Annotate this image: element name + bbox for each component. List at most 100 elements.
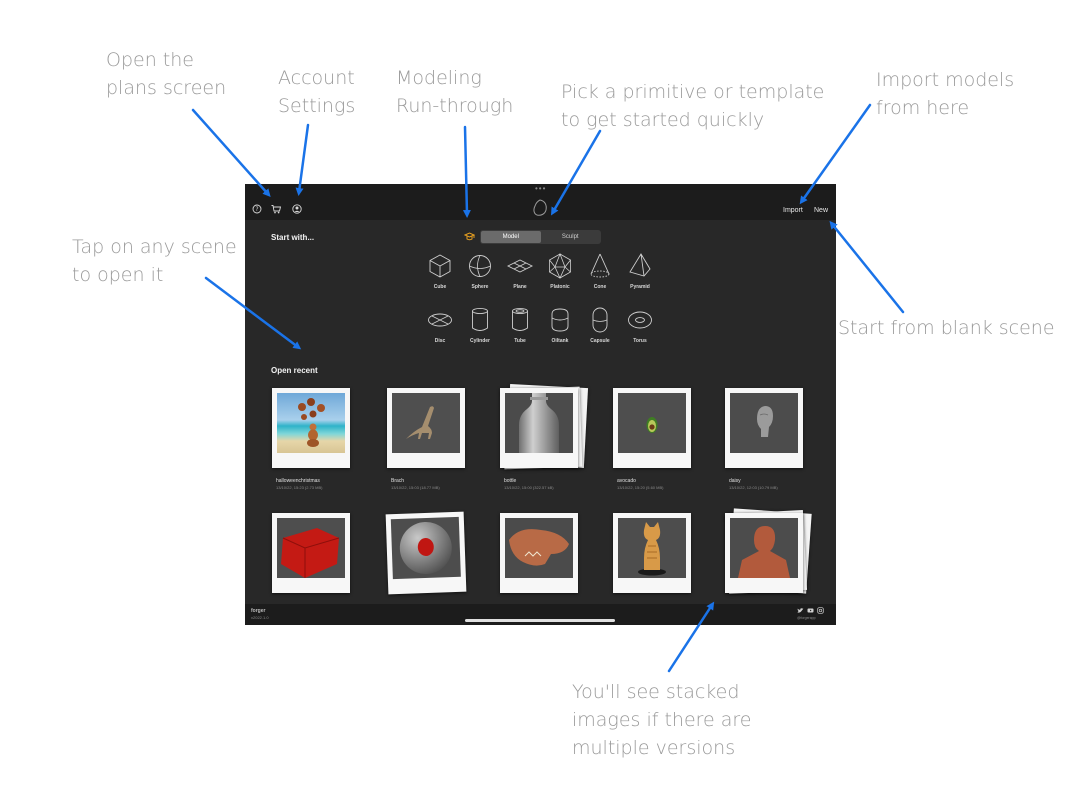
primitive-label: Sphere — [471, 284, 489, 290]
scene-thumbnail — [272, 513, 350, 593]
bottle-scene-art — [519, 393, 559, 453]
scene-thumbnail — [613, 513, 691, 593]
callout-plans: Open the plans screen — [106, 49, 227, 99]
arrow-account — [295, 123, 310, 196]
cart-icon[interactable] — [271, 204, 281, 214]
social-links — [797, 607, 824, 614]
primitive-cone[interactable]: Cone — [582, 252, 618, 290]
scene-meta: 13/10/22, 15:23 (2.73 MB) — [276, 485, 323, 490]
svg-text:?: ? — [255, 206, 258, 213]
help-icon[interactable]: ? — [252, 204, 262, 214]
scene-thumbnail — [387, 388, 465, 468]
callout-import: Import models from here — [876, 69, 1015, 119]
home-indicator[interactable] — [465, 619, 615, 622]
primitive-label: Tube — [514, 338, 526, 344]
scene-title: avocado — [617, 478, 636, 484]
arrow-plans — [191, 108, 271, 197]
footer-bar: forger v2022.1.0 @forgerapp — [245, 604, 836, 625]
account-icon[interactable] — [292, 204, 302, 214]
scene-thumbnail — [613, 388, 691, 468]
callout-blank-scene: Start from blank scene — [838, 317, 1055, 339]
open-recent-heading: Open recent — [271, 366, 318, 375]
torus-icon — [628, 311, 652, 329]
plane-icon — [506, 259, 534, 273]
scene-meta: 13/10/22, 15:03 (18.77 MB) — [391, 485, 440, 490]
brach-scene-art — [406, 406, 434, 439]
cube-icon — [429, 254, 451, 278]
scene-title: daisy — [729, 478, 741, 484]
tube-icon — [512, 307, 528, 331]
scene-thumbnail — [385, 511, 467, 595]
primitive-cylinder[interactable]: Cylinder — [462, 306, 498, 344]
primitive-label: Disc — [434, 338, 446, 344]
platonic-icon — [549, 252, 571, 279]
scene-thumbnail — [500, 513, 578, 593]
cat-scene-art — [638, 522, 666, 576]
primitive-label: Plane — [513, 284, 527, 290]
capsule-icon — [592, 307, 608, 333]
halloween-scene-art — [298, 398, 325, 447]
primitive-label: Cube — [433, 284, 447, 290]
social-handle: @forgerapp — [797, 616, 816, 620]
tab-model[interactable]: Model — [481, 231, 541, 243]
scene-meta: 13/10/22, 15:20 (5.60 MB) — [617, 485, 664, 490]
graduation-cap-icon[interactable] — [464, 232, 475, 242]
avocado-scene-art — [646, 417, 658, 433]
import-button[interactable]: Import — [783, 207, 803, 214]
scene-thumbnail — [725, 388, 803, 468]
red-cube-scene-art — [281, 528, 340, 578]
scene-title: halloweenchristmas — [276, 478, 320, 484]
primitive-sphere[interactable]: Sphere — [462, 252, 498, 290]
callout-runthrough: Modeling Run-through — [396, 67, 514, 117]
scene-title: Brach — [391, 478, 405, 484]
cylinder-icon — [472, 307, 488, 331]
primitive-tube[interactable]: Tube — [502, 306, 538, 344]
scene-thumbnail — [725, 513, 803, 593]
disc-icon — [428, 313, 452, 327]
cone-icon — [590, 253, 610, 278]
primitive-label: Cone — [593, 284, 607, 290]
sphere-icon — [469, 255, 491, 277]
callout-stacked: You'll see stacked images if there are m… — [572, 681, 752, 759]
app-version: v2022.1.0 — [251, 615, 269, 620]
primitive-label: Capsule — [590, 338, 610, 344]
app-logo-icon — [533, 199, 547, 216]
app-screen: ••• ? Import New Start with... Model Scu… — [245, 184, 836, 625]
daisy-scene-art — [757, 406, 773, 437]
primitive-pyramid[interactable]: Pyramid — [622, 252, 658, 290]
primitive-oiltank[interactable]: Oiltank — [542, 306, 578, 344]
multitask-dots[interactable]: ••• — [535, 184, 547, 193]
scene-title: bottle — [504, 478, 517, 484]
twitter-icon[interactable] — [797, 607, 804, 614]
new-button[interactable]: New — [814, 207, 829, 214]
oiltank-icon — [551, 308, 569, 332]
primitive-label: Torus — [633, 338, 647, 344]
primitive-disc[interactable]: Disc — [422, 306, 458, 344]
callout-primitive: Pick a primitive or template to get star… — [561, 81, 825, 131]
callout-account: Account Settings — [278, 67, 356, 117]
primitive-label: Cylinder — [469, 338, 490, 344]
mode-segmented-control: Model Sculpt — [480, 230, 601, 244]
youtube-icon[interactable] — [807, 607, 814, 614]
brand-name: forger — [251, 608, 266, 614]
sphere-scene-art — [399, 522, 452, 575]
primitive-torus[interactable]: Torus — [622, 306, 658, 344]
primitive-capsule[interactable]: Capsule — [582, 306, 618, 344]
trex-scene-art — [509, 529, 569, 566]
primitive-platonic[interactable]: Platonic — [542, 252, 578, 290]
instagram-icon[interactable] — [817, 607, 824, 614]
primitive-label: Oiltank — [551, 338, 569, 344]
pyramid-icon — [629, 253, 651, 277]
scene-meta: 13/10/22, 12:03 (10.79 MB) — [729, 485, 778, 490]
primitive-label: Platonic — [550, 284, 570, 290]
top-bar: ••• ? Import New — [245, 184, 836, 220]
primitive-plane[interactable]: Plane — [502, 252, 538, 290]
tab-sculpt[interactable]: Sculpt — [561, 234, 579, 240]
scene-thumbnail — [500, 388, 578, 468]
scene-meta: 13/10/22, 15:00 (322.57 kB) — [504, 485, 554, 490]
callout-tap-scene: Tap on any scene to open it — [72, 236, 237, 286]
start-with-heading: Start with... — [271, 233, 315, 242]
arrow-blank-scene — [829, 220, 905, 314]
primitive-cube[interactable]: Cube — [422, 252, 458, 290]
bust-scene-art — [738, 526, 790, 578]
